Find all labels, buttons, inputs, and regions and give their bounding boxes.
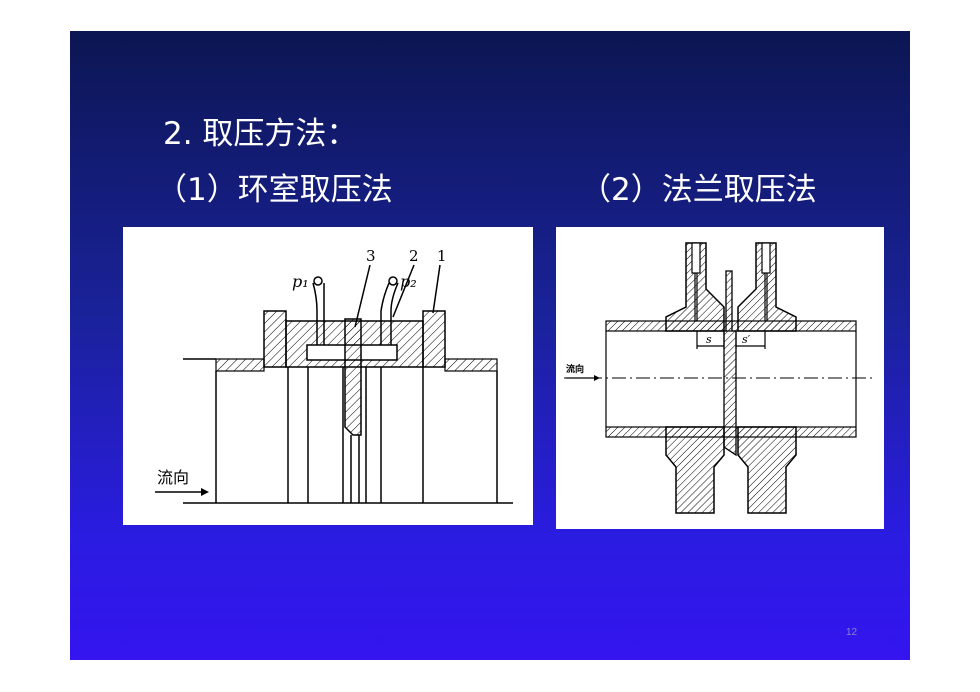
pipe-wall-left [215, 358, 265, 372]
lower-left-flange [665, 426, 725, 514]
annular-chamber-diagram: p₁ p₂ 3 2 1 流向 [123, 227, 533, 525]
label-s: s [706, 333, 712, 346]
callout-1: 1 [437, 247, 447, 265]
left-flange [263, 310, 287, 368]
pipe-wall-right [444, 358, 498, 372]
callout-2: 2 [409, 247, 419, 265]
orifice-plate [723, 270, 737, 457]
method-1-title: （1）环室取压法 [156, 172, 393, 208]
callout-3: 3 [366, 247, 376, 265]
slide: 2. 取压方法： （1）环室取压法 （2）法兰取压法 [70, 31, 910, 660]
section-heading: 2. 取压方法： [163, 116, 358, 152]
label-p1: p₁ [292, 272, 309, 291]
label-s-prime: s′ [742, 333, 751, 346]
lower-right-flange [737, 426, 797, 514]
page-number: 12 [846, 627, 858, 638]
flow-direction-label: 流向 [157, 468, 189, 487]
flow-direction-label: 流向 [566, 363, 584, 375]
orifice-plate [344, 318, 362, 436]
method-2-title: （2）法兰取压法 [580, 172, 817, 208]
label-p2: p₂ [400, 272, 417, 291]
right-flange [422, 310, 446, 368]
flange-tapping-diagram: s s′ 流向 [556, 227, 884, 529]
